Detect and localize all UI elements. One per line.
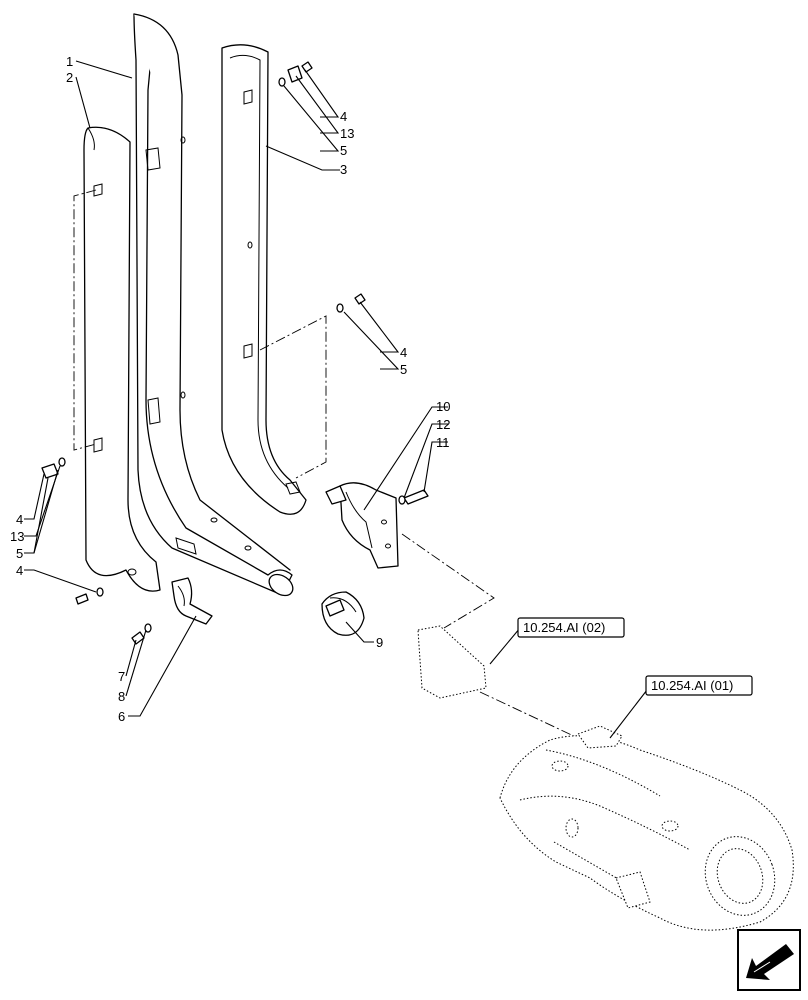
callout-2: 2 [66,70,73,85]
callout-13-left: 13 [10,529,24,544]
exhaust-clamp [321,591,365,636]
callout-6: 6 [118,709,125,724]
callout-4-mid: 4 [400,345,407,360]
callout-labels: 1 2 4 13 5 3 4 5 10 12 11 4 13 5 4 9 7 8… [10,54,450,724]
callout-3: 3 [340,162,347,177]
callout-8: 8 [118,689,125,704]
callout-9: 9 [376,635,383,650]
callout-5-left: 5 [16,546,23,561]
front-heat-shield [221,44,307,515]
reference-plate [417,625,487,699]
reference-link-01[interactable]: 10.254.AI (01) [645,675,753,696]
callout-12: 12 [436,417,450,432]
callout-13-top: 13 [340,126,354,141]
callout-4-left: 4 [16,512,23,527]
leader-lines [24,60,648,739]
view-direction-arrow-icon [737,929,801,991]
mounting-bracket [325,482,399,569]
callout-7: 7 [118,669,125,684]
callout-11: 11 [436,435,450,450]
lower-pipe-bracket [171,577,213,625]
callout-4-top: 4 [340,109,347,124]
callout-5-mid: 5 [400,362,407,377]
reference-label-02: 10.254.AI (02) [523,620,605,635]
callout-10: 10 [436,399,450,414]
rear-heat-shield [83,126,161,592]
reference-exhaust-housing [499,725,794,931]
reference-label-01: 10.254.AI (01) [651,678,733,693]
reference-link-02[interactable]: 10.254.AI (02) [517,617,625,638]
callout-5-top: 5 [340,143,347,158]
hardware [41,61,429,645]
callout-4-bottom: 4 [16,563,23,578]
exhaust-stack-pipe [133,13,294,597]
assembly-lines [73,189,579,739]
callout-1: 1 [66,54,73,69]
